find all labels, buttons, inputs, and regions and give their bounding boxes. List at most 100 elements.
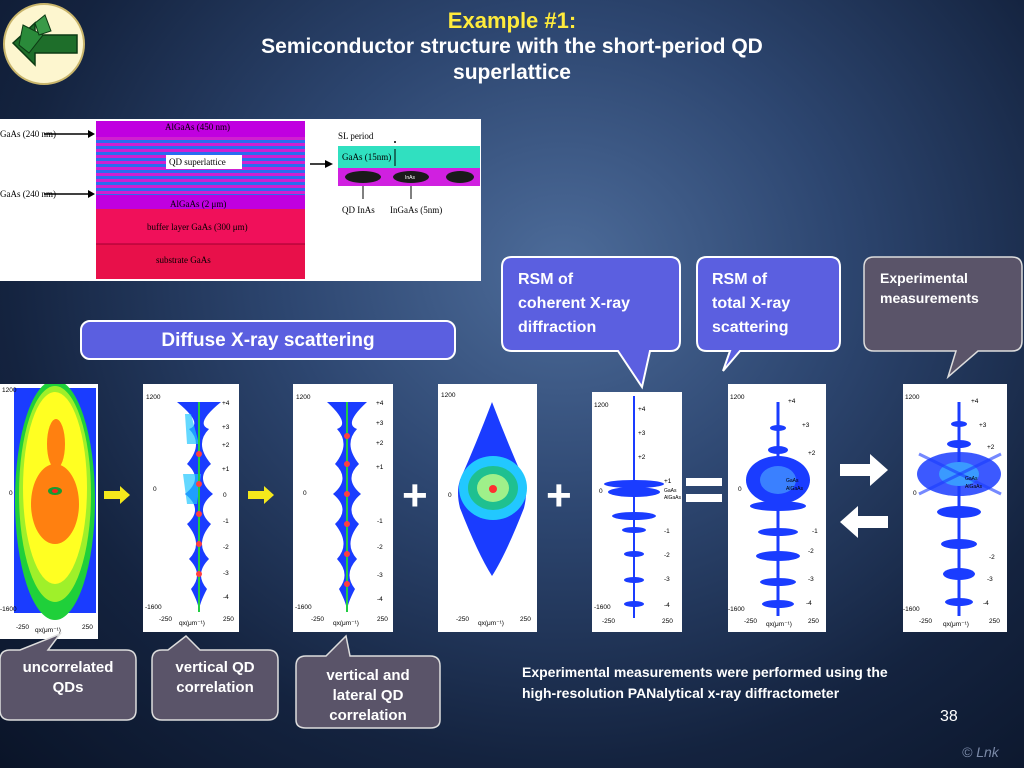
- inas-small-label: InAs: [405, 175, 416, 181]
- vertical-lateral-line2: lateral QD: [332, 687, 404, 704]
- x-right-tick: 250: [223, 616, 234, 623]
- x-axis-label: qx(μm⁻¹): [478, 620, 504, 627]
- uncorrelated-line1: uncorrelated: [22, 659, 114, 676]
- order-minus1: -1: [223, 518, 229, 525]
- y-zero-tick: 0: [448, 492, 452, 499]
- uncorrelated-line2: QDs: [52, 679, 84, 696]
- diffuse-scattering-callout: Diffuse X-ray scattering: [80, 320, 456, 360]
- x-right-tick: 250: [808, 618, 819, 625]
- sl-period-label: SL period: [338, 131, 374, 141]
- order-minus3: -3: [808, 576, 814, 583]
- algaas-label: AlGaAs: [965, 484, 982, 490]
- plus-operator-1: +: [402, 471, 428, 520]
- order-minus4: -4: [223, 594, 229, 601]
- experimental-line2: measurements: [880, 290, 979, 306]
- order-minus4: -4: [806, 600, 812, 607]
- total-line1: RSM of: [712, 271, 768, 288]
- note-line1: Experimental measurements were performed…: [522, 664, 888, 680]
- order-minus1: -1: [664, 528, 670, 535]
- uncorrelated-callout: uncorrelated QDs: [0, 658, 136, 698]
- order-plus1: +1: [222, 466, 230, 473]
- x-left-tick: -250: [919, 618, 933, 625]
- qd-superlattice-label: QD superlattice: [169, 157, 226, 167]
- rsm-panel-vertical-lateral: 1200 0 -1600 -250 250 qx(μm⁻¹) +4 +3 +2 …: [293, 384, 393, 632]
- order-plus1: +1: [376, 464, 384, 471]
- qd-inas-label: QD InAs: [342, 205, 375, 215]
- order-plus4: +4: [971, 398, 979, 405]
- y-top-tick: 1200: [730, 394, 745, 401]
- y-bottom-tick: -1600: [0, 606, 17, 613]
- algaas-label: AlGaAs: [786, 486, 803, 492]
- y-top-tick: 1200: [296, 394, 311, 401]
- x-axis-label: qx(μm⁻¹): [766, 621, 792, 628]
- coherent-callout: RSM of coherent X-ray diffraction: [518, 268, 630, 340]
- vertical-line1: vertical QD: [175, 659, 255, 676]
- x-axis-label: qx(μm⁻¹): [179, 620, 205, 627]
- vertical-lateral-line1: vertical and: [326, 667, 410, 684]
- x-right-tick: 250: [989, 618, 1000, 625]
- order-minus2: -2: [223, 544, 229, 551]
- total-line3: scattering: [712, 319, 789, 336]
- x-left-tick: -250: [602, 618, 616, 625]
- y-bottom-tick: -1600: [594, 604, 611, 611]
- x-axis-label: qx(μm⁻¹): [943, 621, 969, 628]
- order-plus2: +2: [222, 442, 230, 449]
- gaas-240-bottom-label: GaAs (240 nm): [0, 189, 56, 199]
- order-plus3: +3: [222, 424, 230, 431]
- experimental-line1: Experimental: [880, 270, 968, 286]
- x-left-tick: -250: [456, 616, 470, 623]
- order-minus3: -3: [664, 576, 670, 583]
- y-bottom-tick: -1600: [145, 604, 162, 611]
- gaas-label: GaAs: [786, 478, 799, 484]
- rsm-panel-uncorrelated: 1200 0 -1600 -250 250 qx(μm⁻¹): [0, 380, 98, 639]
- buffer-layer-label: buffer layer GaAs (300 μm): [147, 222, 248, 232]
- vertical-lateral-line3: correlation: [329, 707, 407, 724]
- equals-operator: =: [686, 474, 722, 506]
- x-axis-label: qx(μm⁻¹): [35, 627, 61, 634]
- x-right-tick: 250: [82, 624, 93, 631]
- order-minus4: -4: [377, 596, 383, 603]
- y-bottom-tick: -1600: [903, 606, 920, 613]
- rsm-panel-vertical: 1200 0 -1600 -250 250 qx(μm⁻¹) +4 +3 +2 …: [143, 384, 239, 632]
- yellow-arrow-icon: [104, 486, 130, 504]
- yellow-arrow-icon: [248, 486, 274, 504]
- order-minus4: -4: [664, 602, 670, 609]
- order-minus2: -2: [377, 544, 383, 551]
- diffuse-scattering-label: Diffuse X-ray scattering: [161, 330, 375, 351]
- y-zero-tick: 0: [913, 490, 917, 497]
- bidirectional-arrows-icon: [840, 454, 888, 538]
- coherent-line2: coherent X-ray: [518, 295, 631, 312]
- x-right-tick: 250: [377, 616, 388, 623]
- copyright: © Lnk: [962, 744, 999, 760]
- order-plus2: +2: [376, 440, 384, 447]
- plus-operator-2: +: [546, 471, 572, 520]
- order-plus3: +3: [979, 422, 987, 429]
- title-line2: Semiconductor structure with the short-p…: [261, 35, 763, 58]
- y-top-tick: 1200: [441, 392, 456, 399]
- order-plus4: +4: [638, 406, 646, 413]
- x-right-tick: 250: [520, 616, 531, 623]
- order-minus1: -1: [377, 518, 383, 525]
- structure-diagram-svg: GaAs (240 nm) GaAs (240 nm) AlGaAs (450 …: [0, 121, 480, 279]
- algaas-2um-label: AlGaAs (2 μm): [170, 199, 226, 209]
- note-line2: high-resolution PANalytical x-ray diffra…: [522, 685, 840, 701]
- y-top-tick: 1200: [146, 394, 161, 401]
- title-example: Example #1:: [447, 8, 577, 33]
- order-plus4: +4: [376, 400, 384, 407]
- logo: [3, 3, 85, 85]
- structure-diagram: GaAs (240 nm) GaAs (240 nm) AlGaAs (450 …: [0, 119, 481, 281]
- total-callout: RSM of total X-ray scattering: [712, 268, 790, 340]
- order-plus2: +2: [808, 450, 816, 457]
- order-minus2: -2: [989, 554, 995, 561]
- x-left-tick: -250: [311, 616, 325, 623]
- y-zero-tick: 0: [303, 490, 307, 497]
- order-minus4: -4: [983, 600, 989, 607]
- y-zero-tick: 0: [153, 486, 157, 493]
- gaas-label: GaAs: [664, 488, 677, 494]
- y-top-tick: 1200: [594, 402, 609, 409]
- order-minus3: -3: [377, 572, 383, 579]
- rsm-panel-single-qd: 1200 0 -250 250 qx(μm⁻¹): [438, 384, 537, 632]
- y-zero-tick: 0: [9, 490, 13, 497]
- substrate-label: substrate GaAs: [156, 255, 211, 265]
- y-bottom-tick: -1600: [728, 606, 745, 613]
